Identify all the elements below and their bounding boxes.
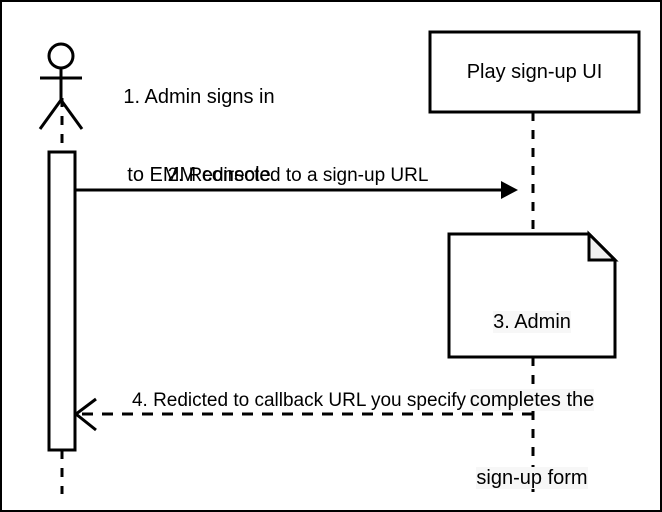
- note-admin-completes-form[interactable]: [447, 230, 619, 359]
- actor-caption-label: 1. Admin signs in to EMM console: [99, 32, 299, 240]
- actor-head-icon: [47, 42, 75, 70]
- note-text-line-1: 3. Admin: [493, 311, 571, 333]
- note-fold-corner-icon: [587, 230, 619, 262]
- message-2-label: 2. Redirected to a sign-up URL: [167, 165, 429, 186]
- participant-label: Play sign-up UI: [466, 61, 603, 83]
- message-4-label: 4. Redicted to callback URL you specify: [131, 390, 467, 411]
- message-2-arrow: [75, 181, 518, 199]
- actor-activation-bar: [47, 150, 77, 452]
- note-text-line-3: sign-up form: [476, 467, 588, 489]
- actor-caption-line-1: 1. Admin signs in: [123, 86, 275, 108]
- message-4-arrowhead-icon: [73, 397, 97, 432]
- actor-leg-left-line: [38, 99, 63, 130]
- actor-caption-line-2: to EMM console: [127, 164, 271, 186]
- actor-stick-figure: [38, 42, 84, 130]
- note-text-line-2: completes the: [469, 389, 595, 411]
- note-body-shape: [447, 232, 617, 359]
- note-text-label: 3. Admin completes the sign-up form: [451, 257, 613, 510]
- actor-leg-right-line: [59, 99, 84, 130]
- message-2-arrowhead-icon: [501, 181, 518, 199]
- message-4-arrow: [73, 397, 533, 432]
